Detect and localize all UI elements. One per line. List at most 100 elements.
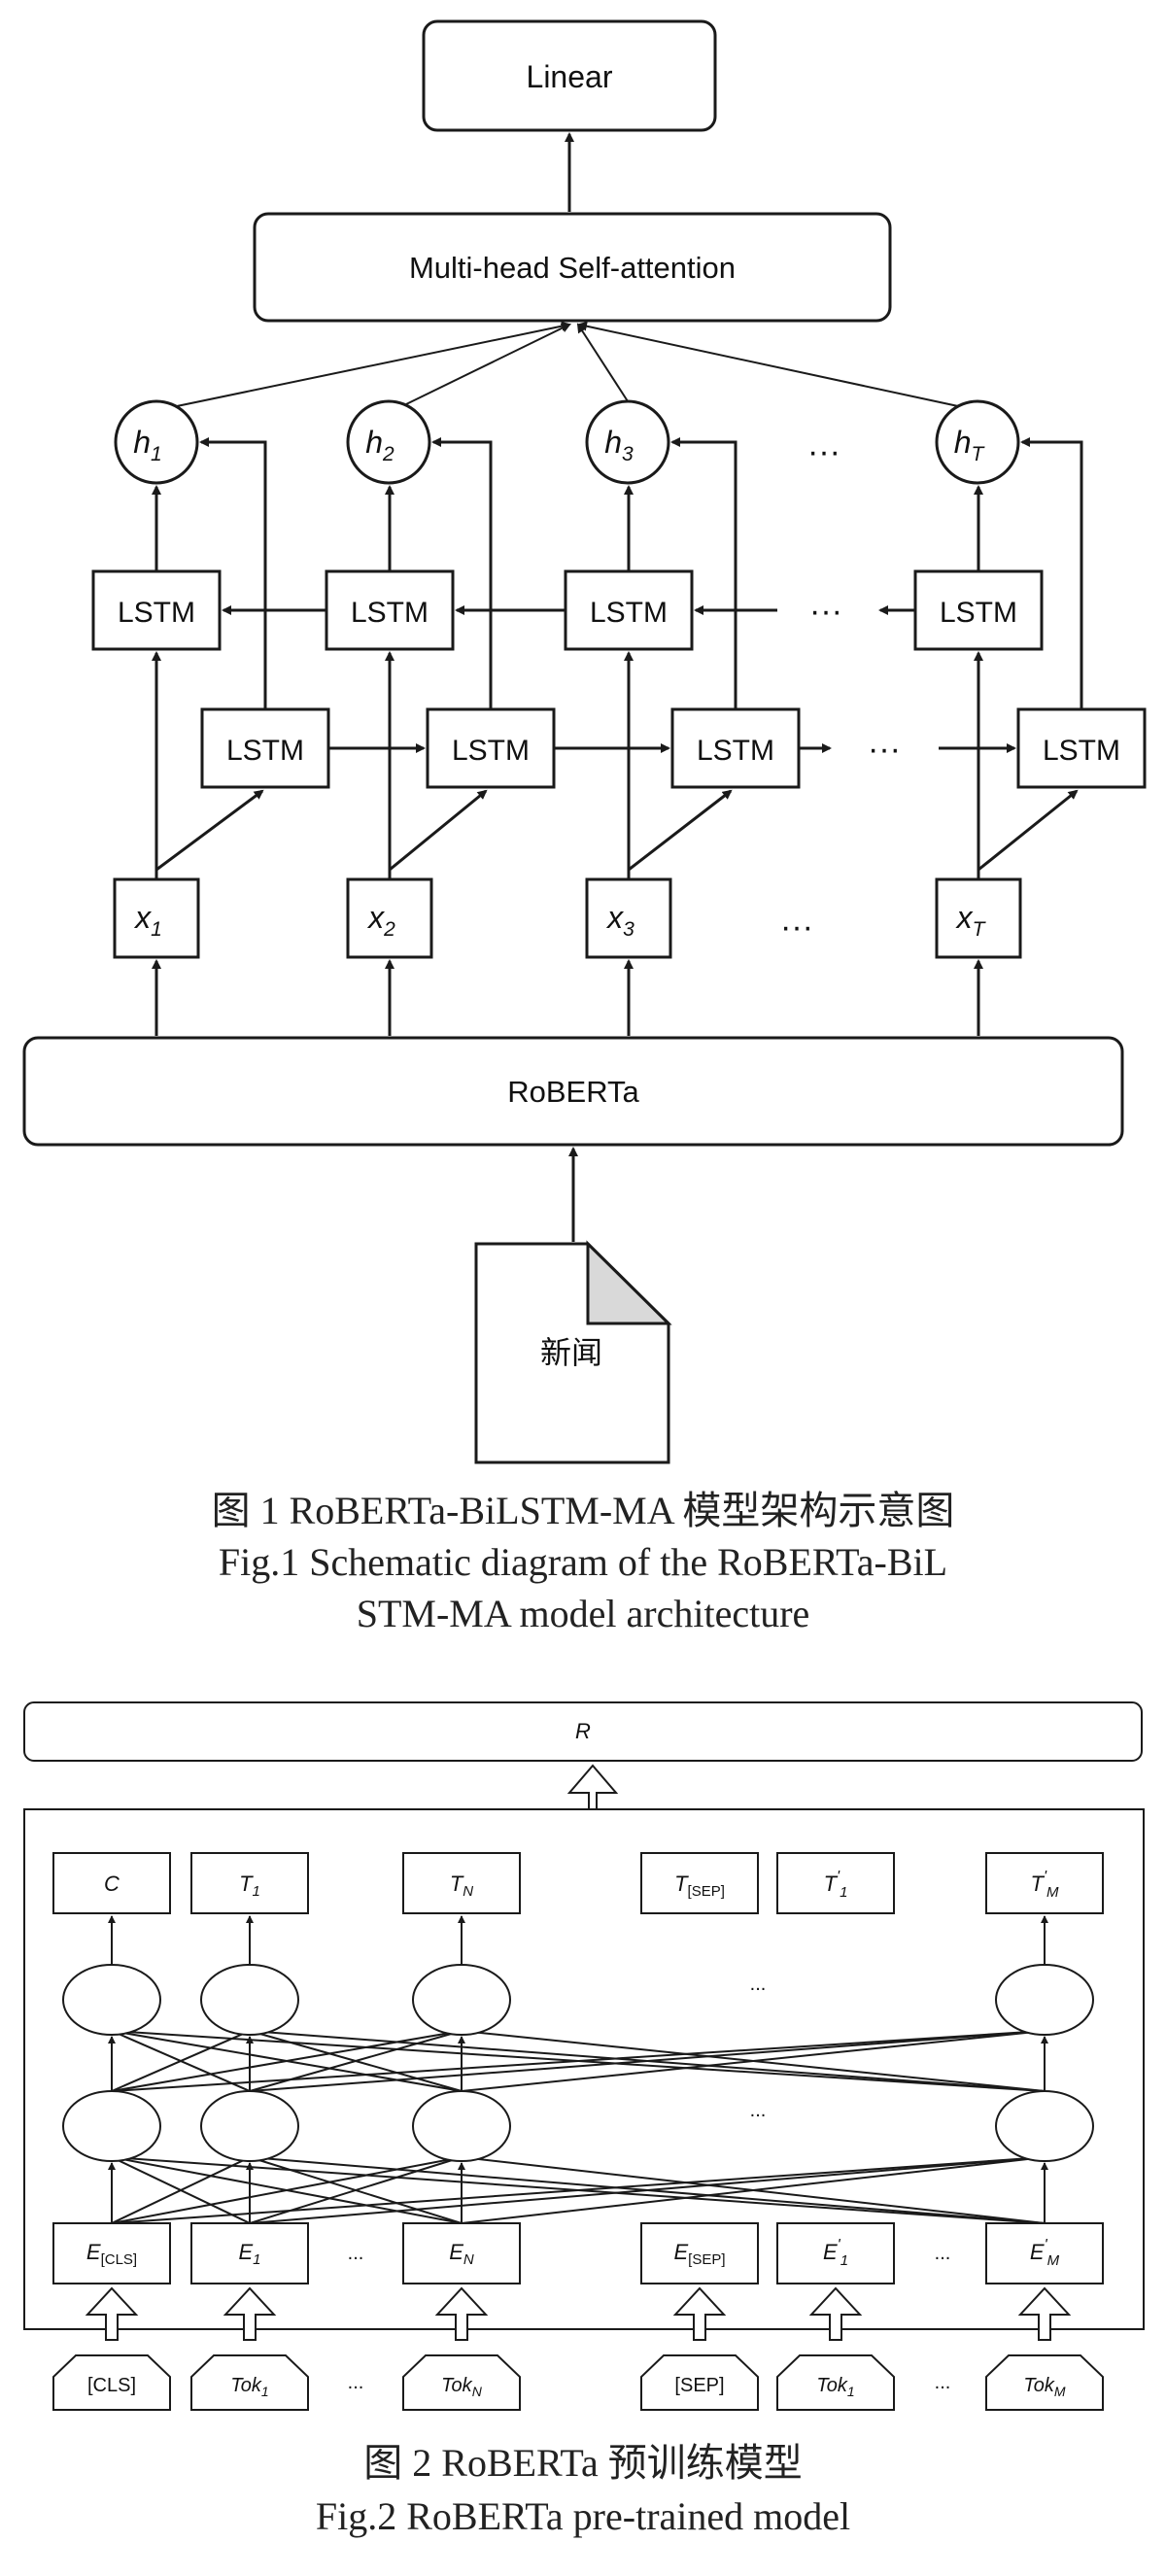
lstm-forward-3-label: LSTM — [697, 735, 774, 767]
output-tn-base: T — [450, 1872, 464, 1896]
embedding-box-emprime — [985, 2222, 1104, 2284]
attention-label: Multi-head Self-attention — [409, 251, 736, 285]
svg-text:TokM: TokM — [1023, 2375, 1066, 2399]
svg-text:T'M: T'M — [1030, 1869, 1059, 1901]
lstm-backward-ellipsis: ··· — [809, 593, 842, 630]
x-T-base: x — [955, 900, 974, 935]
svg-text:C: C — [104, 1872, 120, 1896]
figure-2: R C T1 TN T[SEP] T'1 T'M ... ... E[CLS] … — [23, 1701, 1145, 2411]
lstm-backward-T-label: LSTM — [940, 597, 1017, 629]
lower-to-upper-node-link — [249, 2030, 463, 2092]
lower-to-upper-node-link — [111, 2030, 251, 2092]
token-tok1-second-sub: 1 — [847, 2384, 855, 2399]
svg-text:E[CLS]: E[CLS] — [86, 2240, 137, 2268]
transformer-layers — [62, 1915, 1094, 2224]
svg-text:h1: h1 — [133, 425, 161, 465]
svg-text:[CLS]: [CLS] — [87, 2375, 136, 2396]
embedding-to-lower-node-link — [461, 2156, 1046, 2224]
svg-text:Tok1: Tok1 — [230, 2375, 268, 2399]
output-box-c — [52, 1852, 171, 1914]
x1-to-lstm-f1-arrow — [155, 789, 264, 872]
output-t1prime-sub: 1 — [840, 1884, 847, 1901]
embedding-box-sep — [640, 2222, 759, 2284]
figure-1-caption-cn: 图 1 RoBERTa-BiLSTM-MA 模型架构示意图 — [211, 1489, 955, 1532]
svg-text:x2: x2 — [366, 900, 395, 941]
svg-text:x1: x1 — [133, 900, 162, 941]
svg-text:Tok1: Tok1 — [816, 2375, 854, 2399]
output-box-t1 — [190, 1852, 309, 1914]
figure-1: Linear Multi-head Self-attention h1 h2 h… — [22, 19, 1147, 1464]
token-tokm-base: Tok — [1023, 2375, 1055, 2396]
embedding-to-lower-node-link — [249, 2156, 1046, 2224]
h1-to-attention-arrow — [176, 321, 571, 407]
lower-to-upper-node-link — [249, 2030, 1046, 2092]
emb-sep-base: E — [673, 2240, 688, 2264]
figure-2-caption-cn: 图 2 RoBERTa 预训练模型 — [363, 2441, 803, 2485]
embedding-box-e1 — [190, 2222, 309, 2284]
upper-layer-node-1 — [62, 1964, 161, 2036]
token-arrow-sep — [672, 2286, 727, 2341]
h-node-T: hT — [935, 399, 1020, 485]
output-tn-sub: N — [463, 1883, 473, 1900]
h-T-base: h — [954, 425, 972, 460]
h-3-base: h — [604, 425, 622, 460]
output-tsep-base: T — [674, 1872, 689, 1896]
token-tok1-sub: 1 — [261, 2384, 269, 2399]
token-cls-base: [CLS] — [87, 2375, 136, 2396]
svg-text:EN: EN — [449, 2240, 474, 2268]
h-T-sub: T — [971, 443, 985, 465]
svg-text:hT: hT — [954, 425, 986, 465]
figure-2-caption-en: Fig.2 RoBERTa pre-trained model — [315, 2494, 851, 2538]
emb-sep-sub: [SEP] — [688, 2251, 725, 2268]
token-arrow-n — [434, 2286, 489, 2341]
embedding-box-cls — [52, 2222, 171, 2284]
output-c-base: C — [104, 1872, 120, 1896]
lstm-backward-T — [913, 569, 1044, 651]
linear-label: Linear — [527, 59, 613, 94]
svg-text:T[SEP]: T[SEP] — [674, 1872, 725, 1900]
emb-e1-base: E — [238, 2240, 253, 2264]
token-ellipsis-right: ... — [935, 2372, 951, 2393]
token-arrow-m — [1017, 2286, 1072, 2341]
h-node-2: h2 — [346, 399, 431, 485]
output-box-tn — [402, 1852, 521, 1914]
hT-to-attention-arrow — [577, 321, 959, 407]
svg-text:x3: x3 — [605, 900, 634, 941]
lstm-forward-1 — [200, 707, 330, 789]
lower-layer-node-3 — [412, 2090, 511, 2162]
svg-text:[SEP]: [SEP] — [674, 2375, 724, 2396]
token-tok1-base: Tok — [230, 2375, 262, 2396]
x-2-base: x — [366, 900, 385, 935]
embedding-to-lower-node-link — [111, 2156, 251, 2224]
embedding-ellipsis-left: ... — [348, 2243, 364, 2264]
h-1-sub: 1 — [151, 443, 162, 465]
h-3-sub: 3 — [622, 443, 634, 465]
token-ellipsis-left: ... — [348, 2372, 364, 2393]
embedding-box-en — [402, 2222, 521, 2284]
token-arrow-1 — [223, 2286, 277, 2341]
token-tok1-second-base: Tok — [816, 2375, 848, 2396]
svg-text:TN: TN — [450, 1872, 473, 1900]
emb-e1prime-sub: 1 — [840, 2252, 848, 2269]
roberta-label: RoBERTa — [507, 1075, 639, 1109]
embedding-boxes: E[CLS] E1 EN E[SEP] E'1 E'M — [52, 2222, 1104, 2284]
output-tmprime-base: T — [1030, 1872, 1045, 1896]
token-tokm-sub: M — [1054, 2384, 1066, 2399]
upper-layer-ellipsis: ... — [750, 1974, 767, 1995]
lstm-forward-T-label: LSTM — [1043, 735, 1120, 767]
token-tok1 — [190, 2354, 309, 2411]
lstm-backward-1-label: LSTM — [118, 597, 195, 629]
svg-text:E1: E1 — [238, 2240, 260, 2268]
lstm-forward-2-label: LSTM — [452, 735, 530, 767]
output-box-t1prime — [776, 1852, 895, 1914]
lstm-backward-3-label: LSTM — [590, 597, 668, 629]
token-tokm — [985, 2354, 1104, 2411]
attention-box — [253, 212, 892, 323]
emb-emprime-sub: M — [1047, 2252, 1060, 2269]
lstm-f1-to-h1-arrow — [199, 437, 267, 709]
token-tokn — [402, 2354, 521, 2411]
h-2-sub: 2 — [382, 443, 394, 465]
output-box-tmprime — [985, 1852, 1104, 1914]
svg-text:h2: h2 — [365, 425, 394, 465]
token-arrow-1prime — [808, 2286, 863, 2341]
